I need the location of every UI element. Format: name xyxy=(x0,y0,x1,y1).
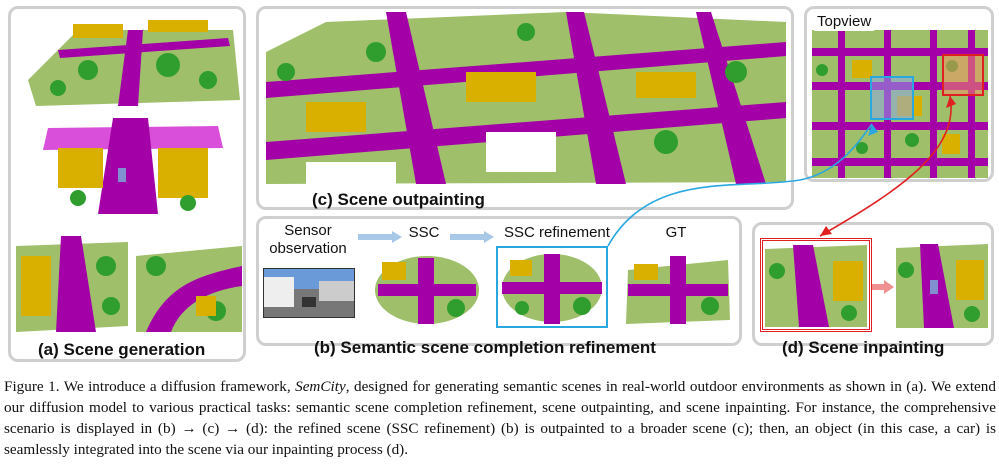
step-gt-label: GT xyxy=(665,224,687,241)
figure-caption: Figure 1. We introduce a diffusion frame… xyxy=(4,376,996,460)
caption-text-1: We introduce a diffusion framework, xyxy=(59,378,296,395)
inpainting-input xyxy=(760,238,872,332)
caption-text-2: , designed for generating semantic scene… xyxy=(4,378,996,458)
panel-d-title: (d) Scene inpainting xyxy=(782,338,945,357)
panel-b-title: (b) Semantic scene completion refinement xyxy=(314,338,656,357)
inpainting-output xyxy=(894,240,990,330)
sensor-photo xyxy=(263,268,355,318)
gt-result xyxy=(622,250,734,326)
panel-a-title: (a) Scene generation xyxy=(38,340,206,359)
outpainted-scene xyxy=(266,12,786,184)
topview-red-box xyxy=(942,54,984,96)
arrow-1 xyxy=(358,231,402,243)
ssc-refinement-result xyxy=(496,246,608,328)
generated-scene-4 xyxy=(136,236,242,332)
ssc-result xyxy=(372,250,482,326)
panel-c-title: (c) Scene outpainting xyxy=(312,190,485,209)
generated-scene-2 xyxy=(18,118,240,214)
step-ssc-label: SSC xyxy=(408,224,440,241)
inpainting-arrow xyxy=(872,280,894,294)
topview-blue-box xyxy=(870,76,914,120)
step-ssc-refinement-label: SSC refinement xyxy=(504,224,610,241)
step-sensor-observation-label: Sensor observation xyxy=(269,222,347,257)
arrow-2 xyxy=(450,231,494,243)
caption-figure-label: Figure 1. xyxy=(4,378,60,395)
generated-scene-1 xyxy=(18,10,240,106)
topview-map xyxy=(812,30,988,178)
topview-label: Topview xyxy=(814,13,875,31)
caption-framework-name: SemCity xyxy=(295,378,346,395)
generated-scene-3 xyxy=(16,236,128,332)
